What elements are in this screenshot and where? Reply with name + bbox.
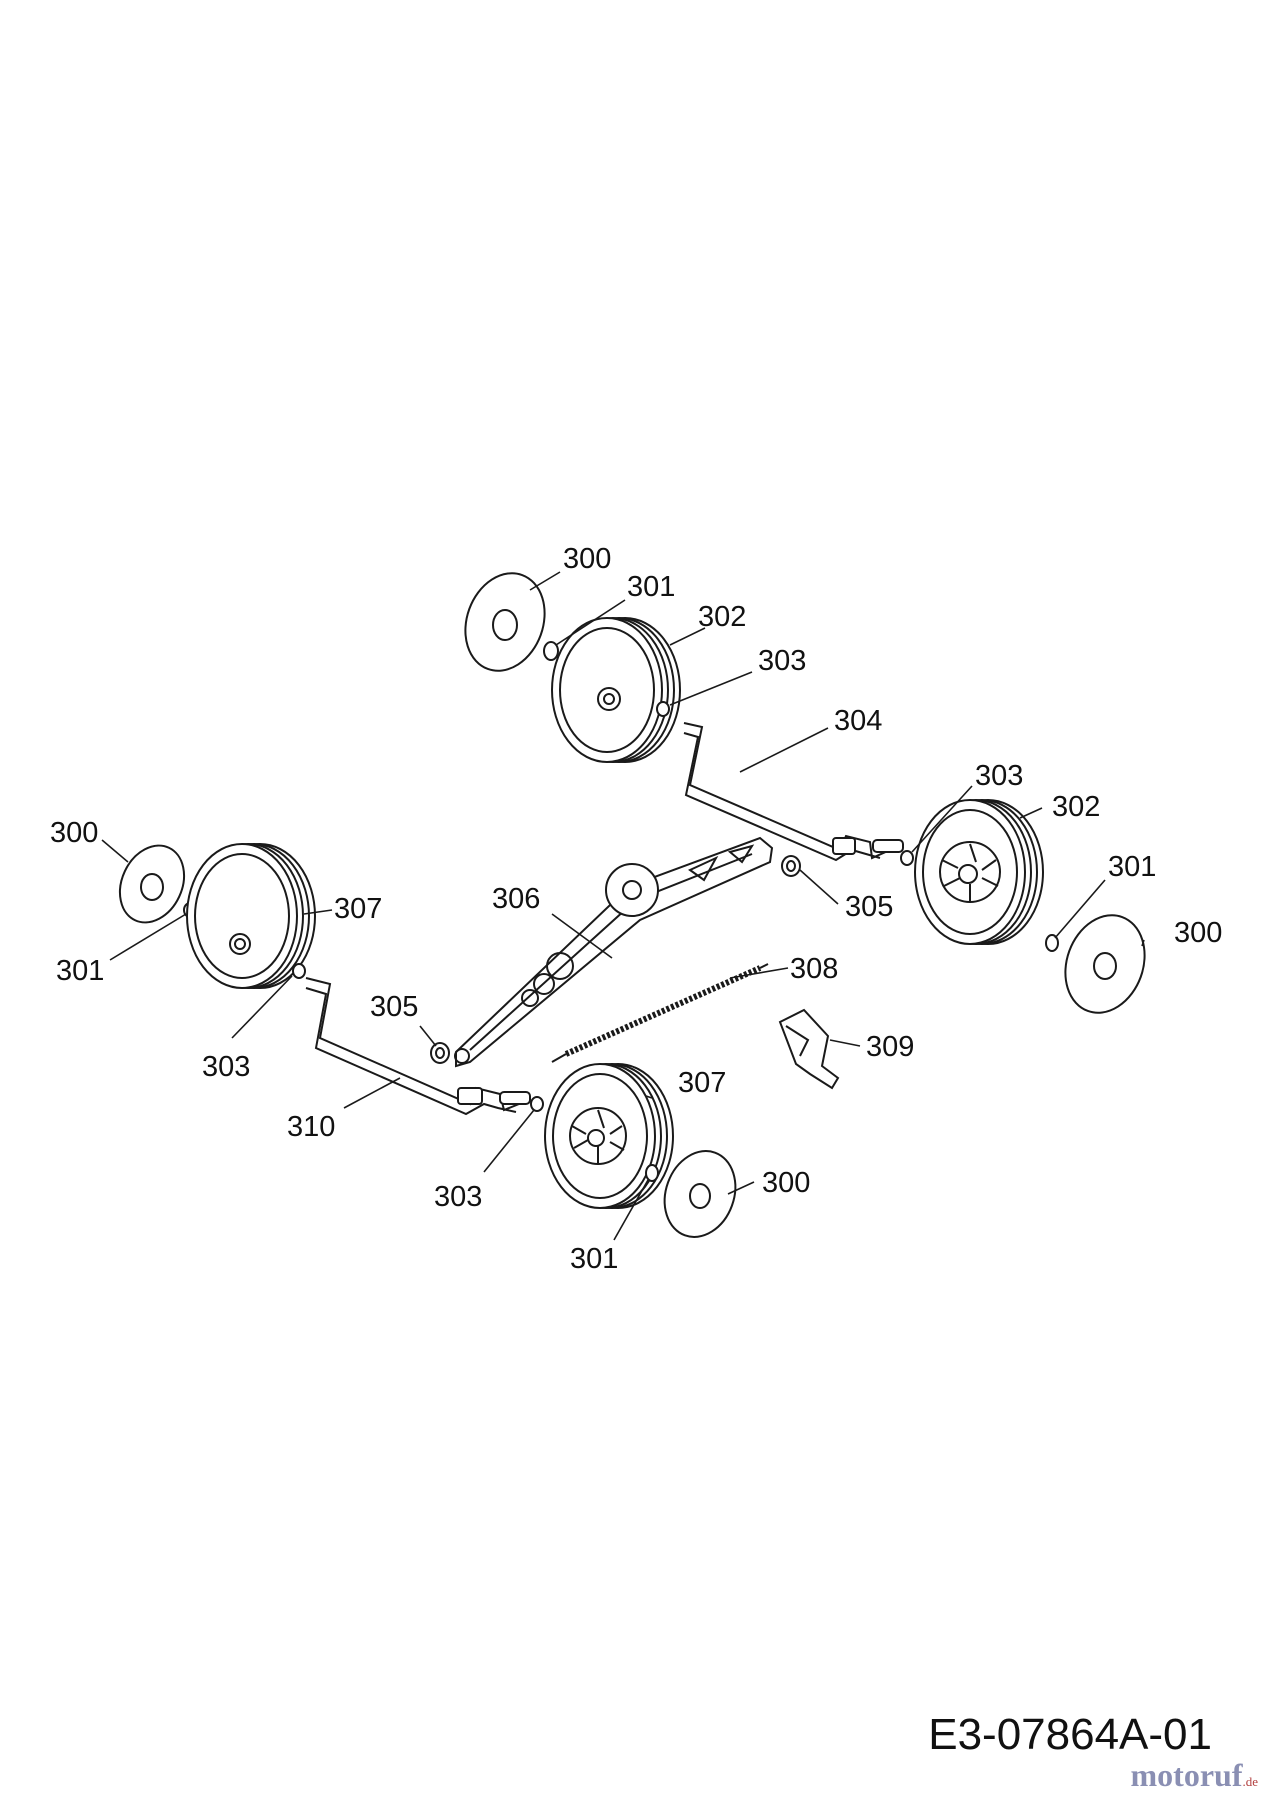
cap-disc-300-left [118,844,186,924]
callout-302-upper: 302 [698,601,746,633]
callout-302-right: 302 [1052,791,1100,823]
wheel-307-lower [544,1063,674,1209]
washer-301-right [1045,934,1059,952]
axle-304 [683,722,904,862]
callout-303-upper: 303 [758,645,806,677]
callout-308: 308 [790,953,838,985]
leader-lines [101,571,1145,1241]
callout-301-left: 301 [56,955,104,987]
callout-309: 309 [866,1031,914,1063]
callout-305-left: 305 [370,991,418,1023]
bushing-305-right [781,855,801,877]
cap-disc-300-lower [663,1150,737,1238]
cap-disc-300-upper [464,572,546,672]
callout-300-right: 300 [1174,917,1222,949]
callout-labels: 300 301 302 303 304 303 302 301 300 305 … [50,543,1222,1275]
latch-309 [778,1008,840,1090]
lever-arm-306 [454,836,774,1068]
washer-303-right [900,850,914,866]
washer-303-lower [530,1096,544,1112]
callout-300-left: 300 [50,817,98,849]
callout-300-upper: 300 [563,543,611,575]
washer-303-left [292,963,306,979]
callout-306: 306 [492,883,540,915]
washer-301-upper [543,641,559,661]
callout-307-lower: 307 [678,1067,726,1099]
bushing-305-left [430,1042,450,1064]
watermark-suffix: .de [1242,1774,1258,1789]
axle-310 [305,977,531,1116]
washer-303-upper [656,701,670,717]
callout-307-left: 307 [334,893,382,925]
watermark-logo: motoruf.de [1131,1757,1259,1794]
wheel-302-right [914,799,1044,945]
callout-304: 304 [834,705,882,737]
diagram-id: E3-07864A-01 [928,1710,1212,1759]
callout-300-lower: 300 [762,1167,810,1199]
callout-305-right: 305 [845,891,893,923]
washer-301-lower [645,1164,659,1182]
callout-303-left: 303 [202,1051,250,1083]
callout-301-right: 301 [1108,851,1156,883]
callout-303-right: 303 [975,760,1023,792]
callout-301-lower: 301 [570,1243,618,1275]
callout-303-lower: 303 [434,1181,482,1213]
cap-disc-300-right [1064,914,1146,1014]
callout-310: 310 [287,1111,335,1143]
watermark-text: motoruf [1130,1757,1243,1793]
wheel-307-left [186,843,316,989]
callout-301-upper: 301 [627,571,675,603]
spring-308 [551,963,769,1063]
wheel-302-upper [551,617,681,763]
